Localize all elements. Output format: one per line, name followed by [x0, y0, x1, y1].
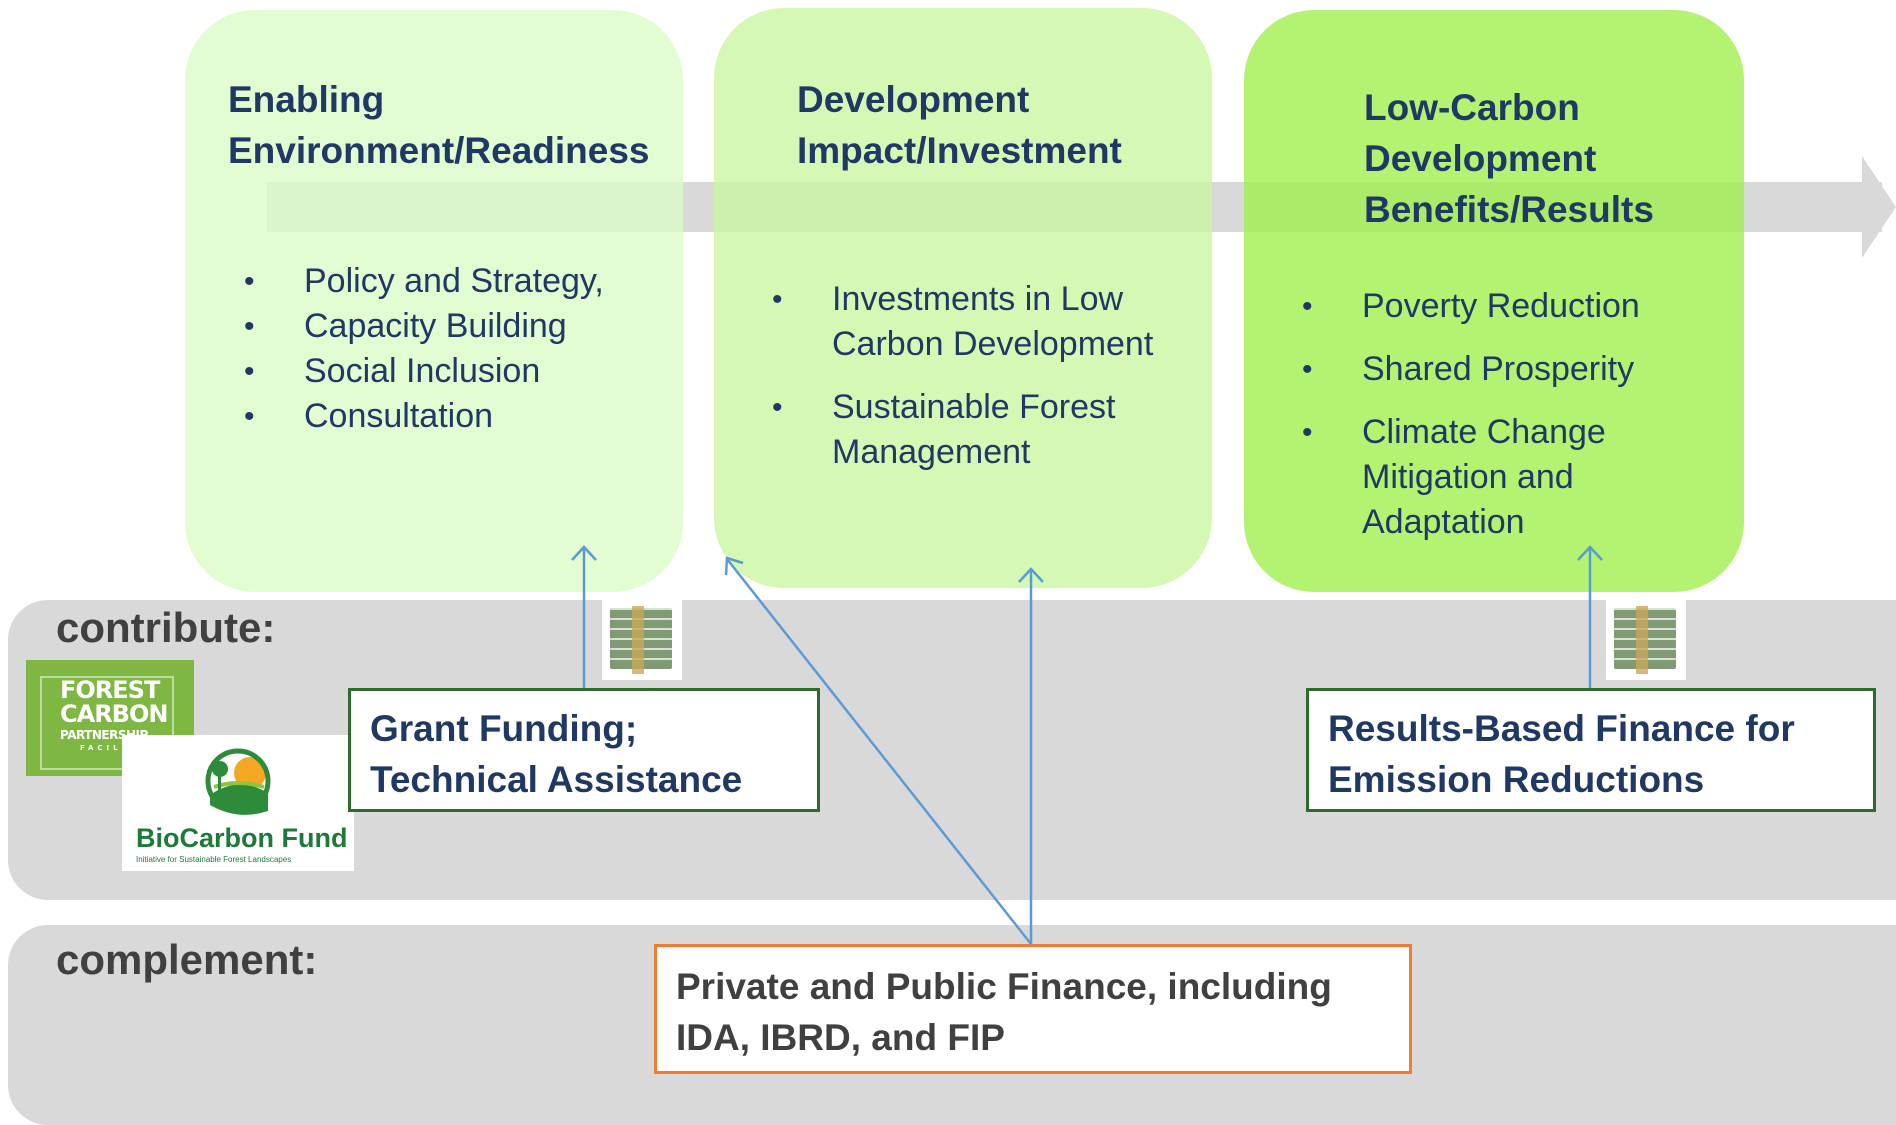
stage-low-carbon-title: Low-Carbon Development Benefits/Results [1364, 87, 1654, 230]
stage-enabling-bullets: Policy and Strategy, Capacity Building S… [244, 259, 604, 439]
bullet-item: Capacity Building [244, 304, 604, 349]
results-based-finance-box: Results-Based Finance for Emission Reduc… [1306, 688, 1876, 812]
stage-development-title: Development Impact/Investment [797, 79, 1122, 171]
stage-enabling-title: Enabling Environment/Readiness [228, 79, 650, 171]
stage-development-bullets: Investments in Low Carbon Development Su… [772, 259, 1153, 493]
bullet-item: Poverty Reduction [1302, 284, 1640, 329]
bullet-item: Shared Prosperity [1302, 347, 1640, 392]
connector-arrows [571, 545, 1603, 945]
bullet-item: Sustainable Forest Management [772, 385, 1153, 475]
money-stack-icon [602, 600, 682, 680]
arrowhead-up-icon [571, 545, 597, 561]
arrow-private-to-enabling [726, 558, 1032, 945]
biocarbon-fund-logo: BioCarbon Fund Initiative for Sustainabl… [122, 735, 354, 871]
forest-carbon-partnership-logo: FOREST CARBON PARTNERSHIP FACILITY [26, 660, 194, 776]
grant-funding-box: Grant Funding; Technical Assistance [348, 688, 820, 812]
biocarbon-emblem-icon [205, 748, 271, 815]
bullet-item: Policy and Strategy, [244, 259, 604, 304]
bullet-item: Investments in Low Carbon Development [772, 277, 1153, 367]
money-stack-icon [1606, 600, 1686, 680]
bullet-item: Social Inclusion [244, 349, 604, 394]
contribute-label: contribute: [56, 604, 276, 651]
bullet-item: Consultation [244, 394, 604, 439]
logo-frame [40, 676, 174, 770]
arrowhead-up-icon [1577, 545, 1603, 561]
arrowhead-diagonal-icon [724, 556, 744, 576]
bullet-item: Climate Change Mitigation and Adaptation [1302, 410, 1640, 545]
complement-label: complement: [56, 936, 318, 983]
arrowhead-up-icon [1018, 567, 1044, 583]
stage-low-carbon-bullets: Poverty Reduction Shared Prosperity Clim… [1302, 266, 1640, 563]
